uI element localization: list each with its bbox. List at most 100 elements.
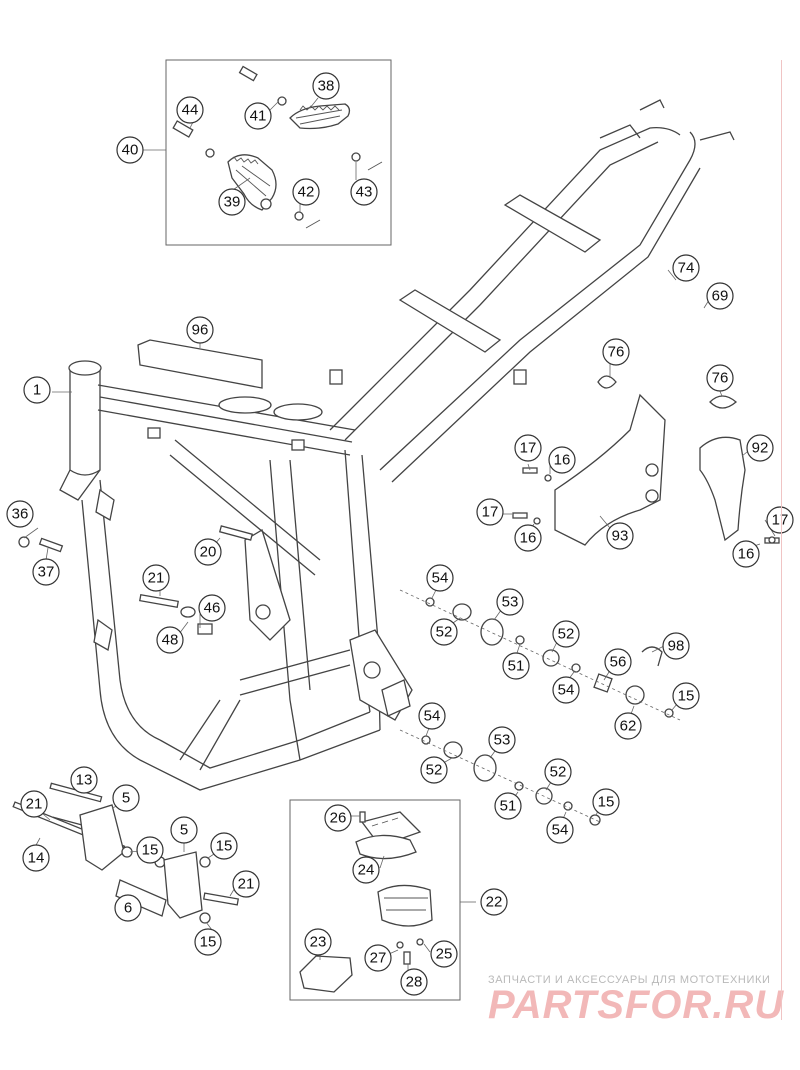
svg-text:56: 56 <box>610 654 627 671</box>
svg-text:53: 53 <box>494 732 511 749</box>
svg-text:53: 53 <box>502 594 519 611</box>
callout-56: 56 <box>604 648 632 676</box>
svg-text:5: 5 <box>122 790 130 807</box>
svg-text:46: 46 <box>204 600 221 617</box>
callout-36: 36 <box>6 500 34 528</box>
svg-text:15: 15 <box>216 838 233 855</box>
svg-text:21: 21 <box>148 570 165 587</box>
svg-text:54: 54 <box>424 708 441 725</box>
watermark-subtitle: ЗАПЧАСТИ И АКСЕССУАРЫ ДЛЯ МОТОТЕХНИКИ <box>488 974 770 986</box>
callout-17a: 17 <box>514 434 542 462</box>
svg-text:21: 21 <box>26 796 43 813</box>
svg-text:5: 5 <box>180 822 188 839</box>
callout-39: 39 <box>218 188 246 216</box>
hardware-bolts <box>18 467 780 826</box>
svg-text:54: 54 <box>432 570 449 587</box>
callout-15b: 15 <box>210 832 238 860</box>
svg-text:69: 69 <box>712 288 729 305</box>
svg-text:13: 13 <box>76 772 93 789</box>
callout-16a: 16 <box>548 446 576 474</box>
airbox-inset-border <box>289 799 461 1001</box>
skid-plate <box>137 339 263 389</box>
callout-51a: 51 <box>502 652 530 680</box>
callout-46: 46 <box>198 594 226 622</box>
svg-text:42: 42 <box>298 184 315 201</box>
footrest-left <box>227 154 277 211</box>
callout-92: 92 <box>746 434 774 462</box>
svg-text:41: 41 <box>250 108 267 125</box>
callout-40: 40 <box>116 136 144 164</box>
callout-37: 37 <box>32 558 60 586</box>
svg-text:22: 22 <box>486 894 503 911</box>
callout-74: 74 <box>672 254 700 282</box>
svg-text:26: 26 <box>330 810 347 827</box>
callout-14: 14 <box>22 844 50 872</box>
svg-text:52: 52 <box>550 764 567 781</box>
callout-48: 48 <box>156 626 184 654</box>
callout-24: 24 <box>352 856 380 884</box>
callout-5a: 5 <box>112 784 140 812</box>
callout-21c: 21 <box>232 870 260 898</box>
callout-53b: 53 <box>488 726 516 754</box>
svg-text:44: 44 <box>182 102 199 119</box>
svg-text:16: 16 <box>738 546 755 563</box>
callout-26: 26 <box>324 804 352 832</box>
page-edge-rule <box>781 60 782 1020</box>
callout-96: 96 <box>186 316 214 344</box>
svg-text:24: 24 <box>358 862 375 879</box>
svg-text:21: 21 <box>238 876 255 893</box>
svg-text:38: 38 <box>318 78 335 95</box>
svg-text:74: 74 <box>678 260 695 277</box>
callout-52a: 52 <box>430 618 458 646</box>
callout-42: 42 <box>292 178 320 206</box>
callout-54a: 54 <box>426 564 454 592</box>
svg-text:54: 54 <box>552 822 569 839</box>
svg-text:54: 54 <box>558 682 575 699</box>
callout-16c: 16 <box>732 540 760 568</box>
svg-text:98: 98 <box>668 638 685 655</box>
svg-text:17: 17 <box>482 504 499 521</box>
svg-text:17: 17 <box>772 512 789 529</box>
svg-text:27: 27 <box>370 950 387 967</box>
callouts: 1 5 5 6 13 14 15 15 15 15 15 16 16 16 17… <box>6 72 794 996</box>
svg-text:16: 16 <box>520 530 537 547</box>
callout-21b: 21 <box>20 790 48 818</box>
callout-76a: 76 <box>602 338 630 366</box>
svg-text:51: 51 <box>508 658 525 675</box>
callout-17b: 17 <box>476 498 504 526</box>
svg-text:40: 40 <box>122 142 139 159</box>
footrest-pins <box>172 65 383 229</box>
svg-text:15: 15 <box>200 934 217 951</box>
footrest-inset <box>142 59 392 246</box>
callout-52c: 52 <box>420 756 448 784</box>
svg-text:48: 48 <box>162 632 179 649</box>
callout-76b: 76 <box>706 364 734 392</box>
airbox-inset <box>289 799 476 1001</box>
callout-25: 25 <box>430 940 458 968</box>
svg-text:51: 51 <box>500 798 517 815</box>
callout-1: 1 <box>23 376 51 404</box>
svg-text:52: 52 <box>436 624 453 641</box>
callout-17c: 17 <box>766 506 794 534</box>
svg-text:39: 39 <box>224 194 241 211</box>
callout-69: 69 <box>706 282 734 310</box>
callout-43: 43 <box>350 178 378 206</box>
callout-38: 38 <box>312 72 340 100</box>
callout-51b: 51 <box>494 792 522 820</box>
callout-16b: 16 <box>514 524 542 552</box>
side-panel-right <box>699 436 746 542</box>
svg-text:23: 23 <box>310 934 327 951</box>
callout-52d: 52 <box>544 758 572 786</box>
callout-22: 22 <box>480 888 508 916</box>
svg-text:28: 28 <box>406 974 423 991</box>
callout-52b: 52 <box>552 620 580 648</box>
callout-13: 13 <box>70 766 98 794</box>
callout-5b: 5 <box>170 816 198 844</box>
svg-text:25: 25 <box>436 946 453 963</box>
footrest-right <box>289 103 351 130</box>
cable-ties <box>597 375 737 409</box>
callout-15d: 15 <box>672 682 700 710</box>
side-panel-left <box>554 393 666 546</box>
